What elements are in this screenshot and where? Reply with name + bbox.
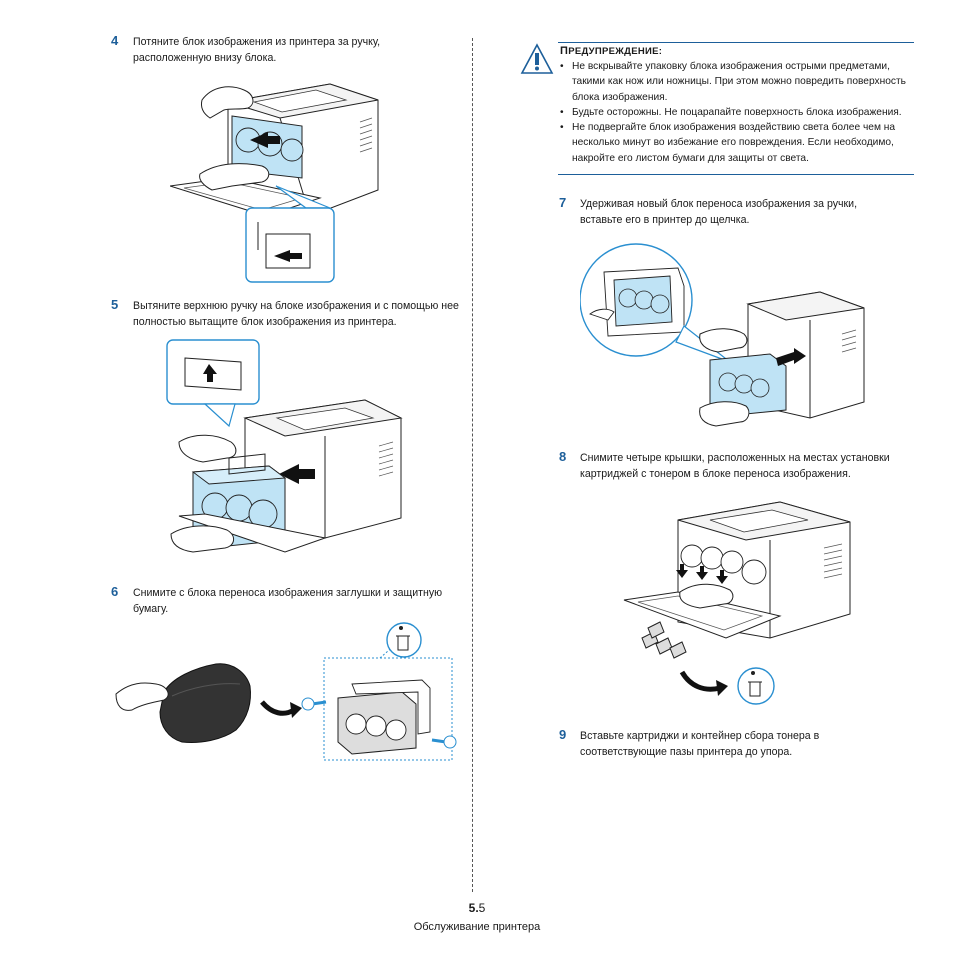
page-number: 5.5 bbox=[468, 901, 486, 915]
step-7-text: Удерживая новый блок переноса изображени… bbox=[580, 198, 858, 226]
step-5-illustration bbox=[166, 339, 403, 553]
warning-title: ПРЕДУПРЕЖДЕНИЕ: bbox=[560, 45, 663, 57]
page-footer-title: Обслуживание принтера bbox=[413, 921, 541, 933]
warning-triangle-icon bbox=[520, 43, 554, 74]
step-5-text: Вытяните верхнюю ручку на блоке изображе… bbox=[133, 300, 459, 328]
warning-item: Не вскрывайте упаковку блока изображения… bbox=[560, 59, 910, 105]
step-4-illustration bbox=[170, 83, 379, 283]
warning-bottom-rule bbox=[558, 174, 914, 175]
step-8-number: 8 bbox=[559, 449, 567, 464]
step-4-text: Потяните блок изображения из принтера за… bbox=[133, 36, 381, 64]
step-7-number: 7 bbox=[559, 195, 567, 210]
step-4-number: 4 bbox=[111, 33, 119, 48]
step-9-text: Вставьте картриджи и контейнер сбора тон… bbox=[580, 730, 820, 758]
step-8-illustration bbox=[623, 501, 851, 705]
step-8-text: Снимите четыре крышки, расположенных на … bbox=[580, 452, 890, 480]
step-6-text: Снимите с блока переноса изображения заг… bbox=[133, 587, 443, 615]
step-9-number: 9 bbox=[559, 727, 567, 742]
warning-item: Не подвергайте блок изображения воздейст… bbox=[560, 120, 910, 166]
warning-item: Будьте осторожны. Не поцарапайте поверхн… bbox=[560, 105, 910, 121]
column-divider bbox=[472, 38, 473, 892]
step-6-illustration bbox=[115, 622, 457, 761]
step-7-illustration bbox=[580, 243, 865, 427]
warning-box: ПРЕДУПРЕЖДЕНИЕ: Не вскрывайте упаковку б… bbox=[518, 41, 914, 175]
warning-list: Не вскрывайте упаковку блока изображения… bbox=[560, 59, 910, 166]
step-6-number: 6 bbox=[111, 584, 119, 599]
warning-top-rule bbox=[558, 42, 914, 43]
step-5-number: 5 bbox=[111, 297, 119, 312]
